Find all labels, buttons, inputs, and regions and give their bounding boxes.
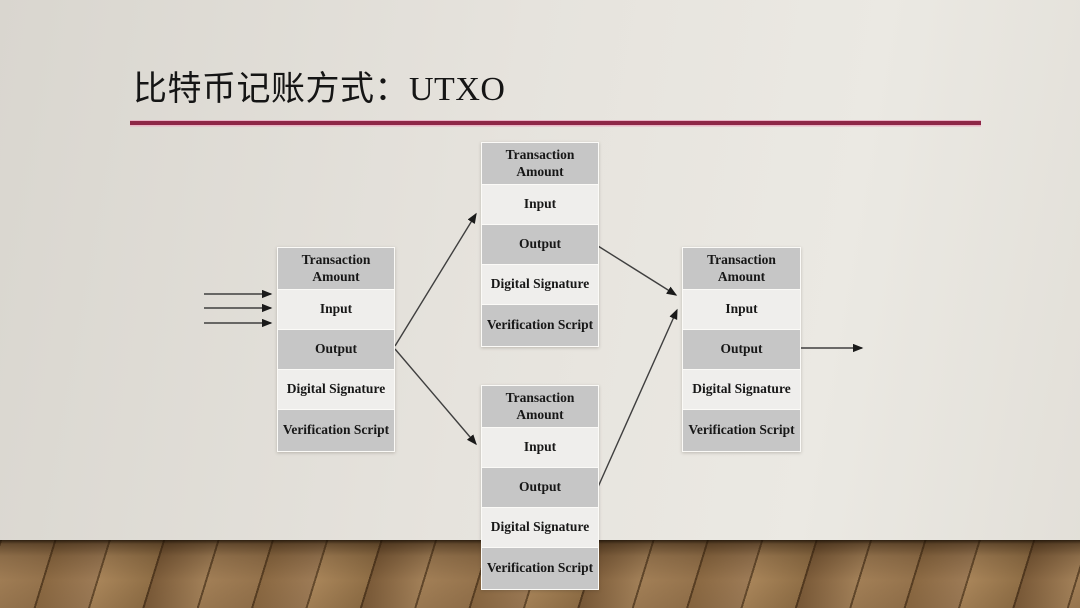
row-label: Verification Script [282, 422, 390, 438]
row-input: Input [482, 185, 598, 224]
row-label: Output [720, 341, 763, 357]
row-label: Verification Script [688, 422, 795, 438]
row-verification-script: Verification Script [482, 305, 598, 346]
title-underline-rule [130, 120, 981, 127]
bottom-middle-output-to-right-input-arrow [597, 308, 678, 488]
row-transaction-amount: Transaction Amount [482, 143, 598, 184]
row-label: Output [518, 479, 562, 495]
row-output: Output [683, 330, 800, 369]
row-label: Input [523, 196, 557, 212]
row-verification-script: Verification Script [683, 410, 800, 451]
row-digital-signature: Digital Signature [683, 370, 800, 409]
row-verification-script: Verification Script [278, 410, 394, 451]
row-output: Output [482, 225, 598, 264]
row-transaction-amount: Transaction Amount [683, 248, 800, 289]
transaction-block-bottom-middle: Transaction Amount Input Output Digital … [481, 385, 599, 590]
row-label: Digital Signature [490, 276, 590, 292]
row-input: Input [482, 428, 598, 467]
row-input: Input [278, 290, 394, 329]
top-middle-output-to-right-input-arrow [597, 245, 678, 296]
row-label: Input [319, 301, 353, 317]
left-output-to-bottom-middle-input-arrow [394, 348, 477, 446]
slide-title: 比特币记账方式：UTXO [133, 71, 506, 108]
row-label: Digital Signature [692, 381, 791, 397]
row-verification-script: Verification Script [482, 548, 598, 589]
row-label: Input [523, 439, 557, 455]
row-label: Output [314, 341, 358, 357]
row-label: Transaction Amount [505, 390, 575, 422]
row-output: Output [278, 330, 394, 369]
row-input: Input [683, 290, 800, 329]
row-digital-signature: Digital Signature [482, 265, 598, 304]
row-label: Input [725, 301, 758, 317]
transaction-block-top-middle: Transaction Amount Input Output Digital … [481, 142, 599, 347]
row-label: Transaction Amount [707, 252, 776, 284]
row-label: Transaction Amount [301, 252, 371, 284]
row-label: Transaction Amount [505, 147, 575, 179]
row-label: Digital Signature [286, 381, 386, 397]
row-transaction-amount: Transaction Amount [482, 386, 598, 427]
row-transaction-amount: Transaction Amount [278, 248, 394, 289]
row-label: Verification Script [486, 317, 594, 333]
row-label: Digital Signature [490, 519, 590, 535]
transaction-block-right: Transaction Amount Input Output Digital … [682, 247, 801, 452]
row-digital-signature: Digital Signature [482, 508, 598, 547]
row-output: Output [482, 468, 598, 507]
left-output-to-top-middle-input-arrow [394, 212, 477, 347]
row-label: Output [518, 236, 562, 252]
row-label: Verification Script [486, 560, 594, 576]
row-digital-signature: Digital Signature [278, 370, 394, 409]
transaction-block-left: Transaction Amount Input Output Digital … [277, 247, 395, 452]
